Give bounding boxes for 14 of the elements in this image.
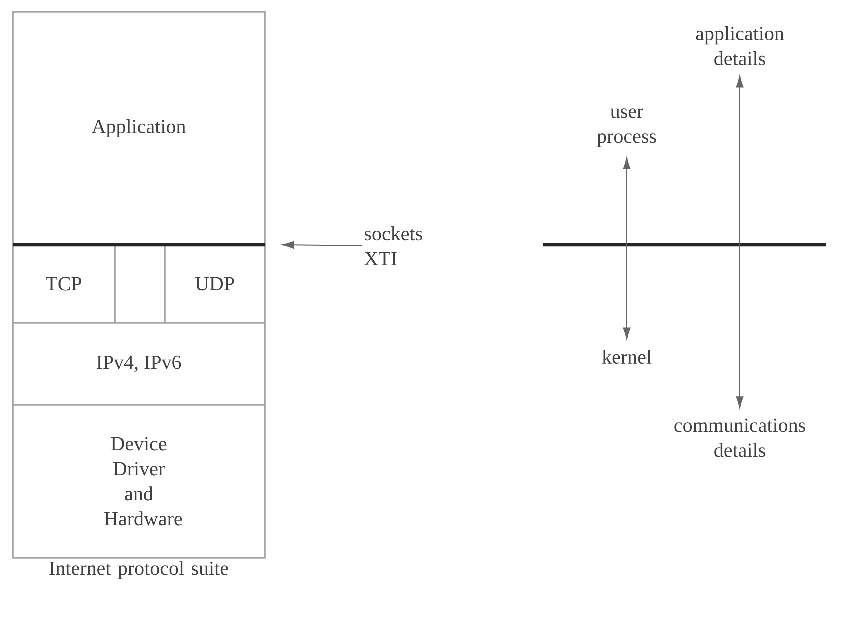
text-label: communications details: [674, 418, 806, 458]
arrow: [736, 76, 744, 408]
layer-box: IPv4, IPv6: [12, 322, 266, 406]
text-label: user process: [597, 108, 656, 148]
text-label: sockets XTI: [364, 226, 422, 266]
layer-box: Application: [12, 11, 266, 246]
text-label: kernel: [602, 350, 652, 364]
layer-box: Device Driver and Hardware: [12, 404, 266, 559]
arrow: [623, 158, 631, 340]
layer-box: TCP: [12, 244, 116, 324]
layer-box: UDP: [164, 244, 266, 324]
text-label: application details: [696, 26, 784, 66]
arrow: [282, 241, 362, 249]
node-label: Internet protocol suite: [50, 561, 228, 580]
